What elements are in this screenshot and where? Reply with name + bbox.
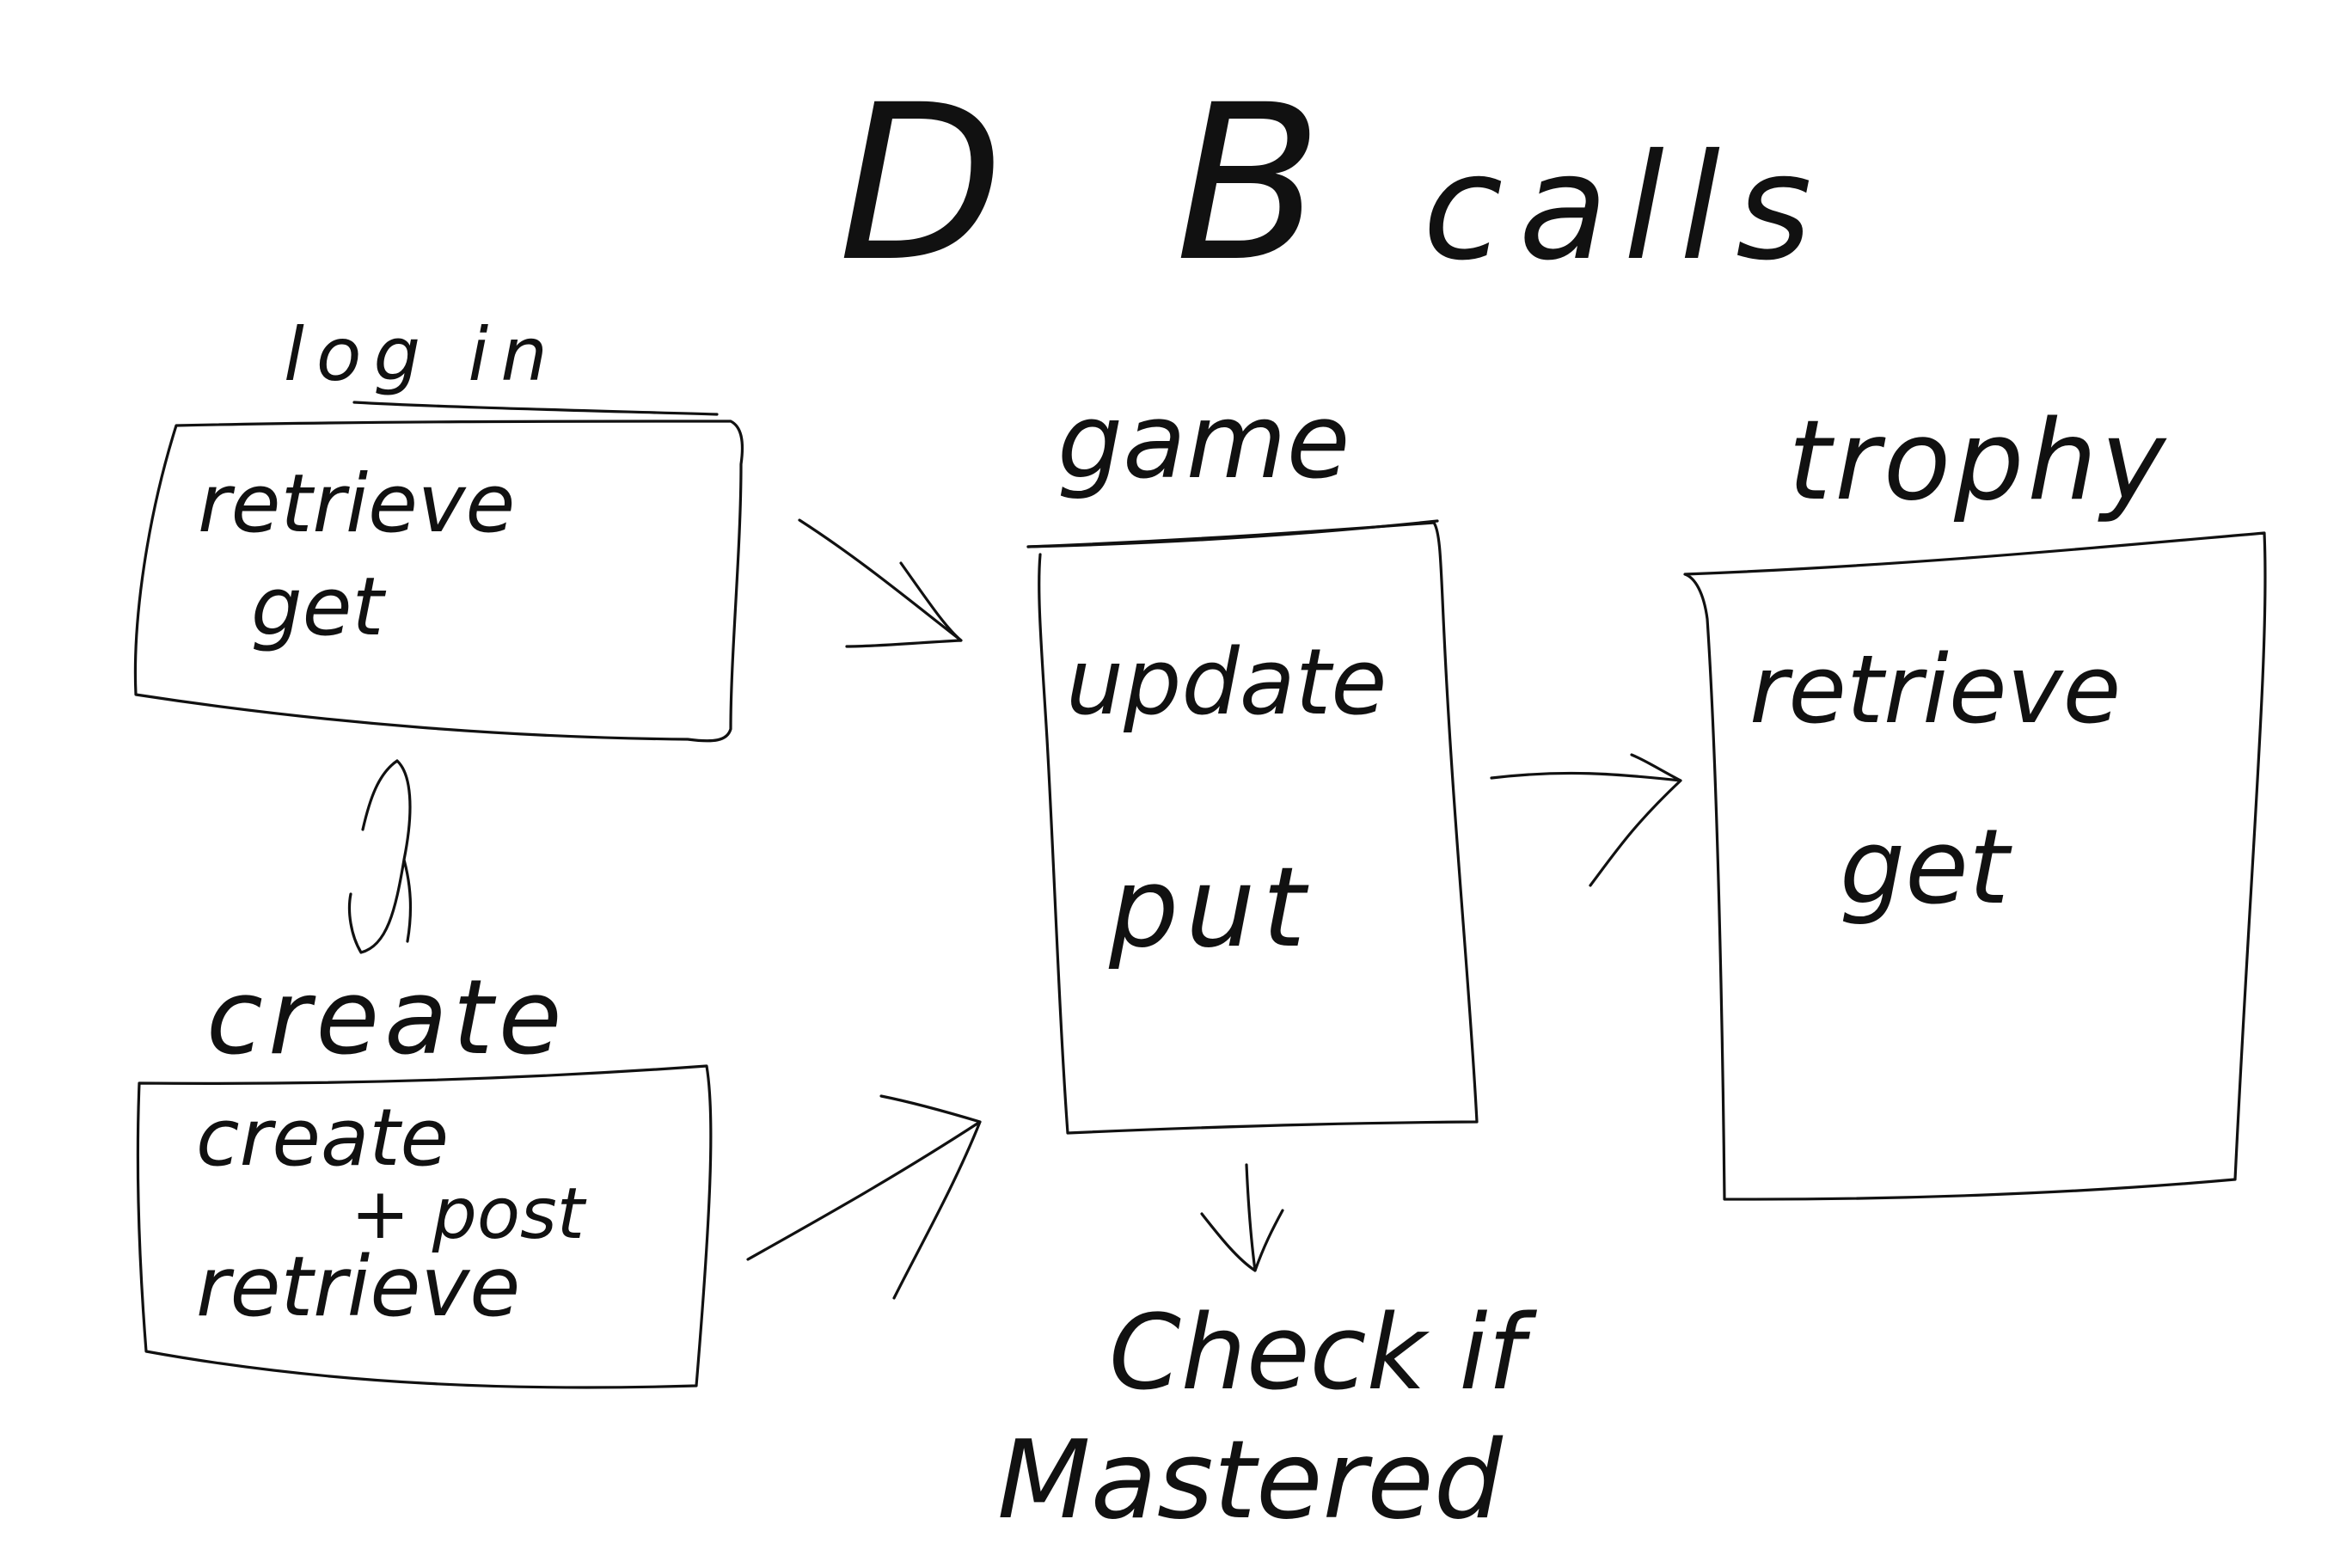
game-line-1: update <box>1066 629 1387 735</box>
login-line-1: retrieve <box>198 457 515 551</box>
trophy-box <box>1683 531 2267 1201</box>
arrow-game-to-trophy <box>1490 753 1682 887</box>
arrow-game-to-note <box>1200 1163 1284 1272</box>
game-node: game update put <box>1026 383 1479 1135</box>
login-heading-underline <box>352 401 719 416</box>
arrow-login-to-game <box>798 518 963 648</box>
game-box <box>1026 521 1479 1135</box>
arrow-create-to-game <box>746 1094 982 1300</box>
create-heading: create <box>206 959 567 1078</box>
arrows <box>347 518 1682 1300</box>
create-line-1: create <box>196 1092 449 1184</box>
create-line-2: + post <box>351 1173 587 1255</box>
create-box <box>136 1064 713 1389</box>
trophy-line-2: get <box>1840 808 2012 928</box>
trophy-heading: trophy <box>1788 397 2169 525</box>
login-box <box>133 420 744 743</box>
login-line-2: get <box>251 560 387 654</box>
game-heading: game <box>1057 383 1350 502</box>
create-node: create create + post retrieve <box>136 959 713 1389</box>
trophy-line-1: retrieve <box>1749 634 2121 744</box>
title-db: D B <box>838 58 1374 309</box>
title-calls: calls <box>1423 123 1828 293</box>
note-line-1: Check if <box>1109 1294 1538 1413</box>
game-line-2: put <box>1108 844 1313 972</box>
trophy-node: trophy retrieve get <box>1683 397 2267 1201</box>
note-line-2: Mastered <box>997 1417 1504 1543</box>
game-box-top-line <box>1026 519 1439 548</box>
login-heading: log in <box>284 312 560 398</box>
login-node: log in retrieve get <box>133 312 744 743</box>
mastered-note: Check if Mastered <box>997 1294 1538 1543</box>
create-line-3: retrieve <box>196 1239 520 1335</box>
arrow-login-create <box>347 759 413 954</box>
diagram-title: D B calls <box>838 58 1828 309</box>
